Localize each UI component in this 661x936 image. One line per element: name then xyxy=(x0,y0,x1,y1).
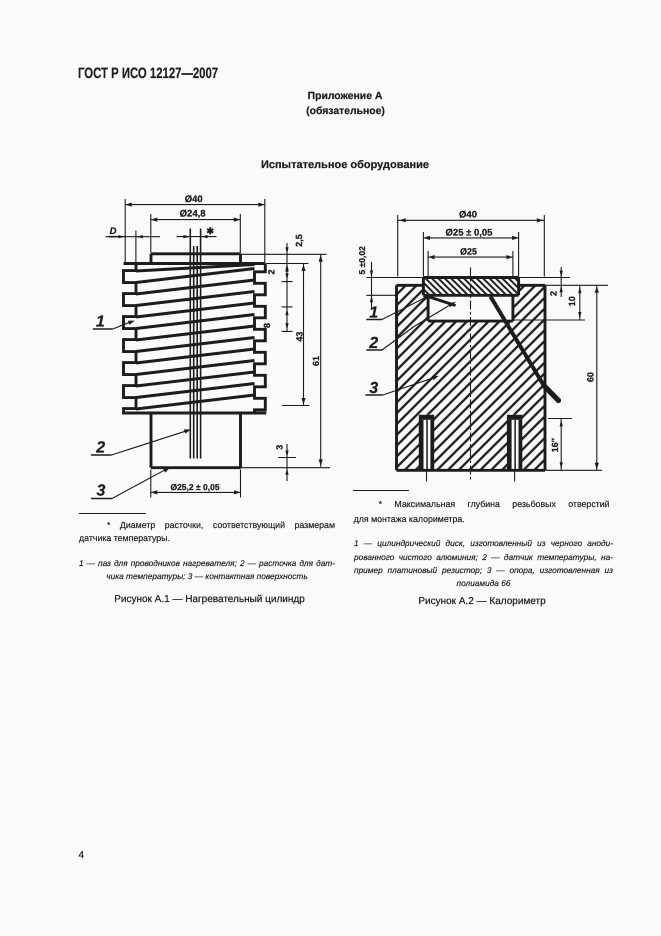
svg-text:60: 60 xyxy=(586,372,596,382)
svg-text:Ø40: Ø40 xyxy=(459,210,477,221)
svg-text:Ø25 ± 0,05: Ø25 ± 0,05 xyxy=(446,227,494,238)
svg-text:10: 10 xyxy=(567,296,577,306)
svg-text:3: 3 xyxy=(369,380,378,397)
svg-text:61: 61 xyxy=(311,356,321,366)
svg-text:Ø25,2 ± 0,05: Ø25,2 ± 0,05 xyxy=(170,482,219,492)
svg-text:3: 3 xyxy=(275,445,285,450)
svg-text:Ø24,8: Ø24,8 xyxy=(180,208,206,219)
svg-text:3: 3 xyxy=(97,482,106,499)
svg-text:Ø40: Ø40 xyxy=(185,194,203,205)
svg-text:Ø25: Ø25 xyxy=(460,247,477,257)
svg-text:5 ±0,02: 5 ±0,02 xyxy=(357,246,367,275)
svg-text:8: 8 xyxy=(262,323,272,328)
svg-text:D: D xyxy=(110,226,117,237)
svg-text:2: 2 xyxy=(549,291,559,296)
svg-text:16″: 16″ xyxy=(550,437,560,452)
svg-text:43: 43 xyxy=(295,332,305,342)
svg-text:2: 2 xyxy=(95,440,105,457)
svg-text:2: 2 xyxy=(368,335,378,352)
svg-text:2: 2 xyxy=(267,269,277,274)
svg-text:1: 1 xyxy=(96,314,105,331)
svg-text:1: 1 xyxy=(369,305,378,322)
svg-text:2,5: 2,5 xyxy=(294,234,304,247)
